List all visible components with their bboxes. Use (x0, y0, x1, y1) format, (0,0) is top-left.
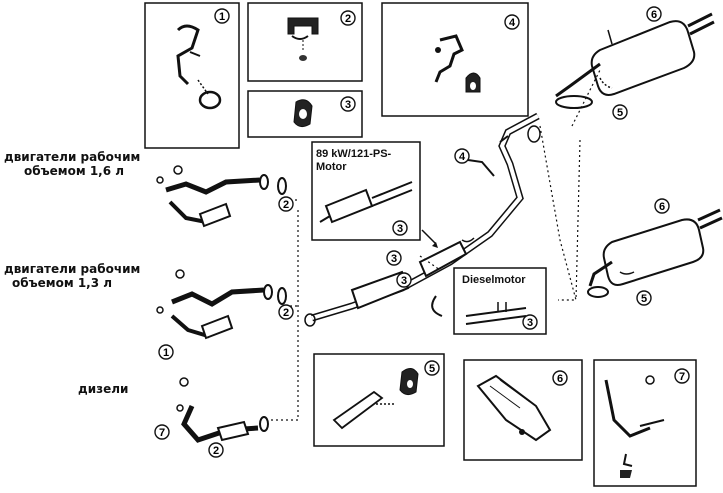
front-pipe-13l (156, 269, 287, 340)
callout-2: 2 (340, 10, 356, 26)
engine-label-16l-line2: объемом 1,6 л (24, 164, 125, 178)
callout-4: 4 (504, 14, 520, 30)
engine-label-13l-line1: двигатели рабочим (4, 262, 141, 276)
svg-text:5: 5 (617, 107, 623, 119)
svg-text:5: 5 (641, 293, 647, 305)
svg-text:4: 4 (459, 151, 466, 163)
callout-6-box: 6 (552, 370, 568, 386)
callout-5-box: 5 (424, 360, 440, 376)
detail-box-rubber-mount-3 (247, 90, 363, 138)
callout-2-diesel: 2 (208, 442, 224, 458)
engine-label-16l-line1: двигатели рабочим (4, 150, 141, 164)
callout-1: 1 (214, 8, 230, 24)
detail-box-hanger-2 (247, 2, 363, 82)
callout-5-top: 5 (612, 104, 628, 120)
callout-5-middle: 5 (636, 290, 652, 306)
svg-text:3: 3 (401, 275, 407, 287)
callout-7-diesel: 7 (154, 424, 170, 440)
svg-text:1: 1 (219, 11, 225, 23)
inset-diesel-motor (431, 267, 547, 335)
svg-text:2: 2 (345, 13, 351, 25)
main-exhaust-pipe (304, 112, 541, 327)
svg-text:2: 2 (283, 307, 289, 319)
callout-6-middle: 6 (654, 198, 670, 214)
svg-text:6: 6 (659, 201, 665, 213)
detail-box-bracket-7 (593, 359, 697, 487)
svg-text:5: 5 (429, 363, 435, 375)
callout-3-diesel: 3 (522, 314, 538, 330)
rear-muffler-top (555, 12, 715, 109)
svg-text:3: 3 (527, 317, 533, 329)
svg-text:6: 6 (651, 9, 657, 21)
callout-2-16l: 2 (278, 196, 294, 212)
callout-1-13l: 1 (158, 344, 174, 360)
callout-3-petrol: 3 (392, 220, 408, 236)
svg-text:2: 2 (213, 445, 219, 457)
svg-text:7: 7 (159, 427, 165, 439)
inset-diesel-title: Dieselmotor (462, 274, 526, 286)
inset-petrol-title-line1: 89 kW/121-PS- (316, 148, 392, 160)
svg-text:2: 2 (283, 199, 289, 211)
svg-text:3: 3 (391, 253, 397, 265)
callout-7-box: 7 (674, 368, 690, 384)
callout-4-pipe: 4 (454, 148, 470, 164)
engine-label-13l-line2: объемом 1,3 л (12, 276, 113, 290)
detail-box-hanger-4 (381, 2, 529, 117)
inset-petrol-title-line2: Motor (316, 161, 347, 173)
svg-text:4: 4 (509, 17, 516, 29)
callout-3: 3 (340, 96, 356, 112)
rear-muffler-middle (587, 208, 723, 298)
engine-label-diesel: дизели (78, 382, 129, 396)
callout-6-top: 6 (646, 6, 662, 22)
leader-lines (268, 69, 601, 421)
svg-text:3: 3 (345, 99, 351, 111)
svg-text:3: 3 (397, 223, 403, 235)
callout-2-13l: 2 (278, 304, 294, 320)
svg-text:1: 1 (163, 347, 169, 359)
callout-3-pipe-lower: 3 (396, 272, 412, 288)
detail-box-bracket-5 (313, 353, 445, 447)
detail-box-bracket-6 (463, 359, 583, 461)
callout-3-pipe: 3 (386, 250, 402, 266)
front-pipe-diesel (176, 377, 269, 443)
detail-box-bracket-1 (144, 2, 240, 149)
front-pipe-16l (156, 165, 287, 228)
svg-text:6: 6 (557, 373, 563, 385)
svg-text:7: 7 (679, 371, 685, 383)
